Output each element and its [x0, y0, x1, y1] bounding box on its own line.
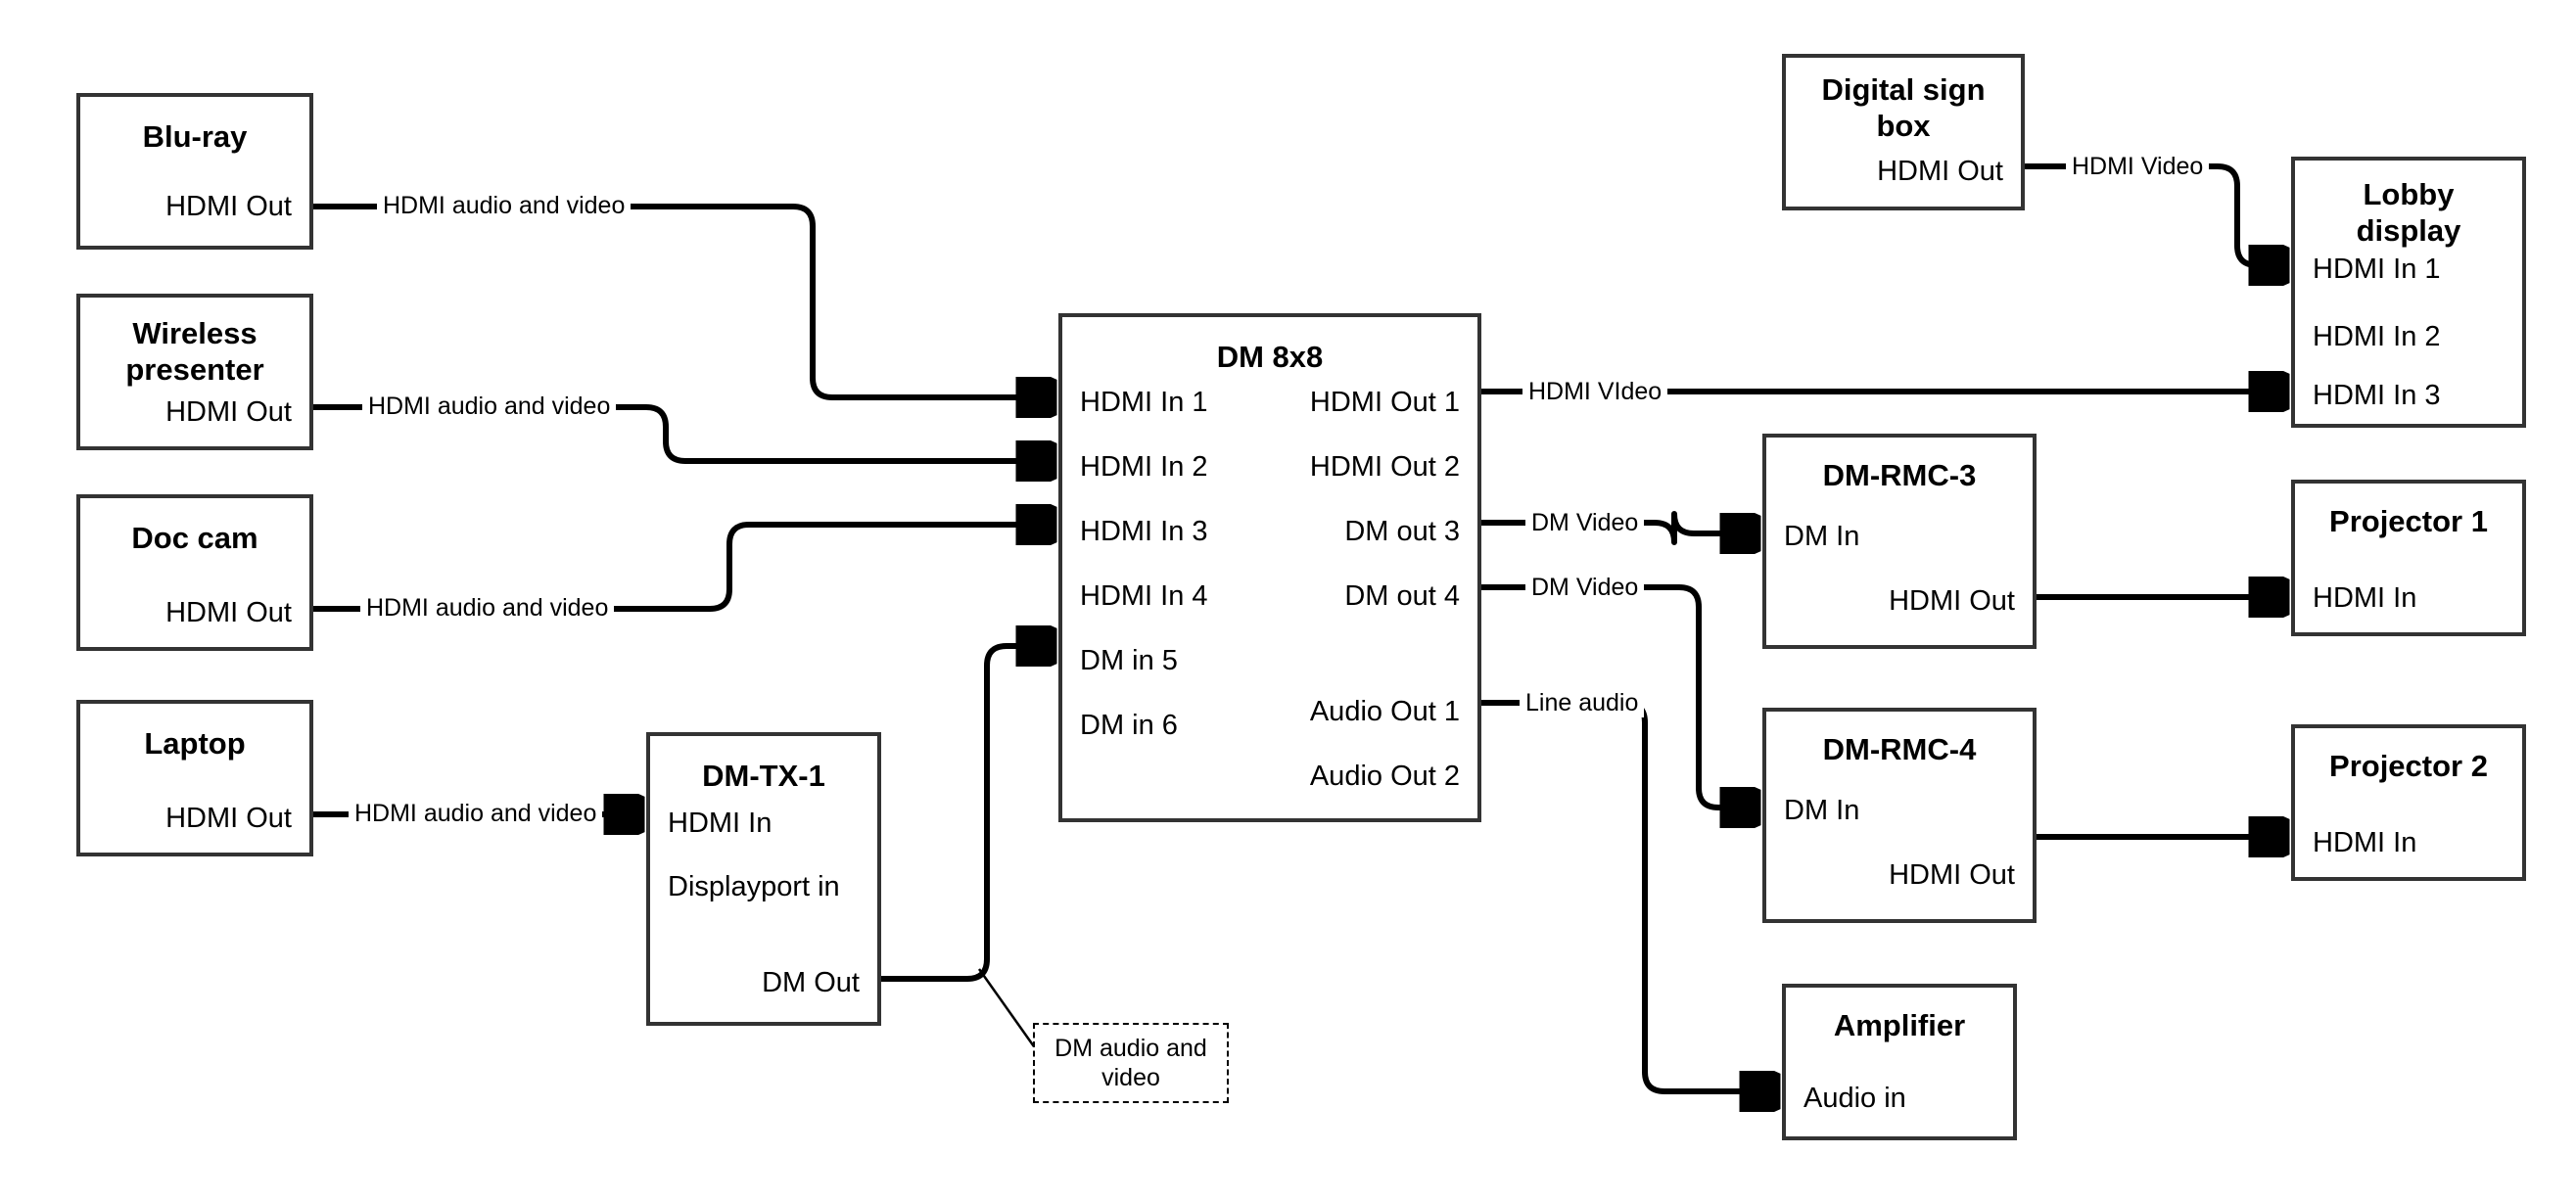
link-label-signbox-to-lobby: HDMI Video	[2066, 153, 2210, 181]
device-wireless-presenter[interactable]: Wireless presenter HDMI Out	[76, 294, 313, 450]
device-projector-2[interactable]: Projector 2 HDMI In	[2291, 724, 2526, 881]
port-audio-out-1: Audio Out 1	[1309, 696, 1460, 727]
device-title: DM-TX-1	[702, 759, 825, 793]
callout-text: DM audio and video	[1054, 1035, 1207, 1091]
wire-dm8x8-audio1-to-amp	[1481, 700, 1772, 1091]
device-digital-sign-box[interactable]: Digital sign box HDMI Out	[1782, 54, 2025, 210]
port-hdmi-in-3: HDMI In 3	[2313, 380, 2441, 411]
link-label-wireless-to-dm: HDMI audio and video	[362, 393, 617, 421]
device-title: Doc cam	[131, 521, 258, 555]
link-label-laptop-to-dmtx1: HDMI audio and video	[349, 800, 603, 828]
device-dm-8x8[interactable]: DM 8x8 HDMI In 1 HDMI In 2 HDMI In 3 HDM…	[1058, 313, 1481, 822]
port-hdmi-in-3: HDMI In 3	[1080, 516, 1208, 547]
device-title: DM-RMC-4	[1822, 732, 1977, 766]
device-title: Wireless presenter	[125, 316, 264, 387]
device-title: Laptop	[144, 726, 246, 761]
port-dm-out: DM Out	[762, 967, 860, 998]
port-hdmi-out-1: HDMI Out 1	[1309, 387, 1460, 418]
link-label-bluray-to-dm: HDMI audio and video	[377, 192, 632, 220]
link-label-dm-out1-to-lobby: HDMI VIdeo	[1522, 378, 1668, 406]
device-title: Projector 1	[2329, 504, 2488, 538]
port-hdmi-in-2: HDMI In 2	[1080, 451, 1208, 483]
port-hdmi-in: HDMI In	[2313, 582, 2417, 614]
port-hdmi-in: HDMI In	[668, 808, 773, 839]
port-hdmi-in-1: HDMI In 1	[1080, 387, 1208, 418]
link-label-dm-out4-to-rmc4: DM Video	[1525, 574, 1645, 602]
port-dm-in: DM In	[1784, 521, 1860, 552]
callout-dm-audio-and-video: DM audio and video	[1033, 1023, 1229, 1103]
port-hdmi-out: HDMI Out	[1889, 585, 2015, 617]
port-displayport-in: Displayport in	[668, 871, 840, 902]
port-audio-out-2: Audio Out 2	[1309, 761, 1460, 792]
port-hdmi-in-4: HDMI In 4	[1080, 580, 1208, 612]
port-hdmi-out: HDMI Out	[1889, 859, 2015, 891]
port-hdmi-in-2: HDMI In 2	[2313, 321, 2441, 352]
wire-signbox-to-lobby	[2025, 163, 2281, 265]
port-hdmi-out: HDMI Out	[165, 396, 292, 428]
device-amplifier[interactable]: Amplifier Audio in	[1782, 984, 2017, 1140]
port-hdmi-out: HDMI Out	[165, 191, 292, 222]
port-dm-in-5: DM in 5	[1080, 645, 1178, 676]
port-hdmi-in-1: HDMI In 1	[2313, 254, 2441, 285]
device-title: DM 8x8	[1216, 340, 1324, 374]
device-doc-cam[interactable]: Doc cam HDMI Out	[76, 494, 313, 651]
device-title: DM-RMC-3	[1822, 458, 1977, 492]
port-dm-out-4: DM out 4	[1344, 580, 1460, 612]
port-dm-in: DM In	[1784, 795, 1860, 826]
device-title: Blu-ray	[142, 119, 248, 154]
wire-bluray-to-dm8x8	[313, 204, 1049, 397]
device-projector-1[interactable]: Projector 1 HDMI In	[2291, 480, 2526, 636]
port-audio-in: Audio in	[1803, 1083, 1906, 1114]
port-hdmi-out: HDMI Out	[1877, 156, 2003, 187]
link-label-dm-out3-to-rmc3: DM Video	[1525, 509, 1645, 537]
port-hdmi-out: HDMI Out	[165, 803, 292, 834]
port-dm-in-6: DM in 6	[1080, 710, 1178, 741]
device-dm-rmc-4[interactable]: DM-RMC-4 DM In HDMI Out	[1762, 708, 2037, 923]
wire-dmtx1-to-dm8x8	[881, 646, 1049, 982]
port-hdmi-in: HDMI In	[2313, 827, 2417, 858]
device-dm-rmc-3[interactable]: DM-RMC-3 DM In HDMI Out	[1762, 434, 2037, 649]
port-hdmi-out: HDMI Out	[165, 597, 292, 628]
device-title: Lobby display	[2356, 177, 2461, 248]
device-title: Digital sign box	[1821, 72, 1986, 143]
link-label-doccam-to-dm: HDMI audio and video	[360, 594, 615, 623]
device-title: Projector 2	[2329, 749, 2488, 783]
link-label-dm-audio1-to-amp: Line audio	[1520, 689, 1645, 717]
device-laptop[interactable]: Laptop HDMI Out	[76, 700, 313, 856]
port-dm-out-3: DM out 3	[1344, 516, 1460, 547]
device-bluray[interactable]: Blu-ray HDMI Out	[76, 93, 313, 250]
callout-leader-line	[977, 968, 1038, 1050]
device-dm-tx-1[interactable]: DM-TX-1 HDMI In Displayport in DM Out	[646, 732, 881, 1026]
port-hdmi-out-2: HDMI Out 2	[1309, 451, 1460, 483]
device-lobby-display[interactable]: Lobby display HDMI In 1 HDMI In 2 HDMI I…	[2291, 157, 2526, 428]
device-title: Amplifier	[1833, 1008, 1966, 1042]
